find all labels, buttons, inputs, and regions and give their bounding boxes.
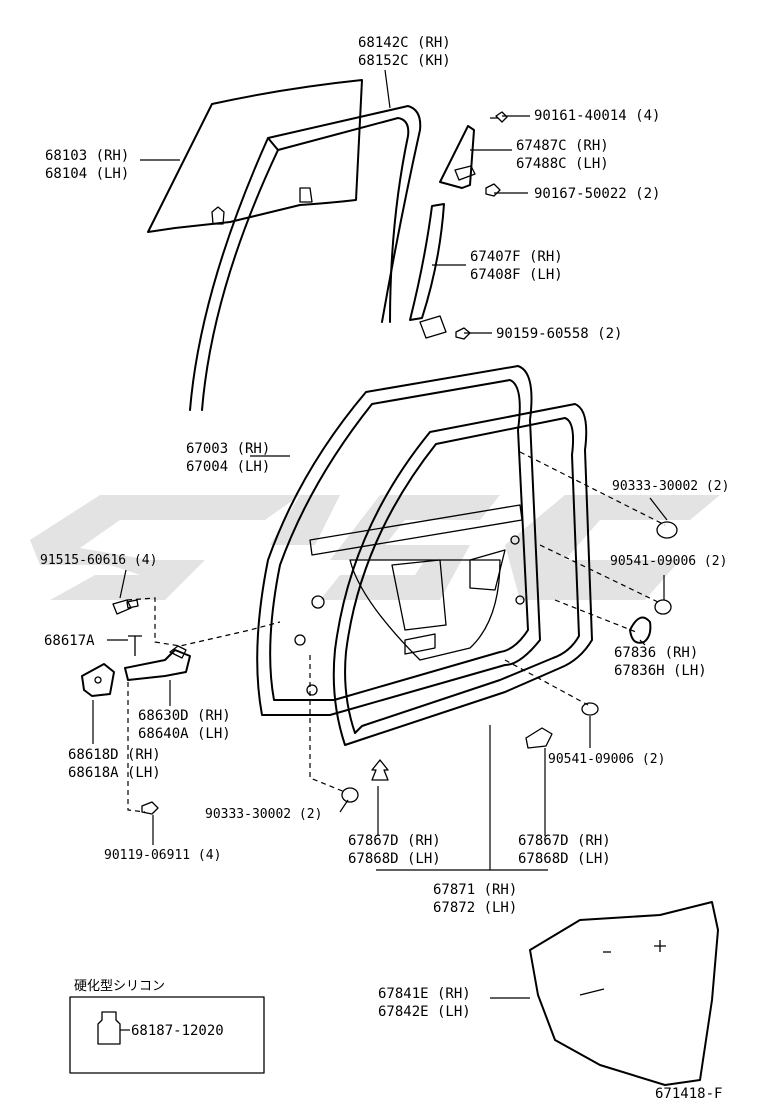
sealant-box	[69, 996, 265, 1074]
label-division-bar-rh: 67407F (RH)	[470, 249, 563, 265]
label-weatherstrip-lh: 67872 (LH)	[433, 900, 517, 916]
label-door-panel-rh: 67003 (RH)	[186, 441, 270, 457]
label-glass-rh: 68103 (RH)	[45, 148, 129, 164]
door-cover	[629, 616, 652, 644]
lower-hinge	[81, 663, 115, 697]
lower-bolt	[141, 801, 159, 815]
leader-lines	[92, 69, 668, 999]
label-hinge-upper-lh: 68640A (LH)	[138, 726, 231, 742]
label-plug-right: 90541-09006 (2)	[610, 554, 727, 569]
hole-plug-left	[341, 787, 359, 803]
label-glass-run-rh: 68142C (RH)	[358, 35, 451, 51]
label-sealant-part: 68187-12020	[131, 1023, 224, 1039]
label-hole-plug-right: 90333-30002 (2)	[612, 479, 729, 494]
label-weatherstrip-rh: 67871 (RH)	[433, 882, 517, 898]
label-bolt-bracket: 90167-50022 (2)	[534, 186, 660, 202]
label-bracket-rh: 67487C (RH)	[516, 138, 609, 154]
hole-plug-right	[656, 521, 678, 539]
part-labels: 68142C (RH) 68152C (KH) 68103 (RH) 68104…	[40, 35, 729, 1102]
label-bracket-lh: 67488C (LH)	[516, 156, 609, 172]
label-bolt-hinge: 91515-60616 (4)	[40, 553, 157, 568]
division-bar	[409, 203, 471, 340]
label-pin: 68617A	[44, 633, 95, 649]
label-cover-rh: 67836 (RH)	[614, 645, 698, 661]
door-weatherstrip	[332, 403, 593, 746]
label-clip-left-rh: 67867D (RH)	[348, 833, 441, 849]
label-sealant-heading: 硬化型シリコン	[74, 979, 165, 994]
label-plug-lower: 90541-09006 (2)	[548, 752, 665, 767]
upper-hinge	[124, 645, 191, 681]
label-glass-lh: 68104 (LH)	[45, 166, 129, 182]
hinge-pin	[128, 635, 142, 656]
glass-run	[189, 105, 422, 411]
label-bolt-lower: 90119-06911 (4)	[104, 848, 221, 863]
weatherstrip-clip-right	[525, 727, 553, 749]
door-panel	[256, 365, 541, 716]
label-bolt-bar: 90159-60558 (2)	[496, 326, 622, 342]
weatherstrip-clip-left	[371, 759, 389, 781]
label-hinge-lower-rh: 68618D (RH)	[68, 747, 161, 763]
label-service-cover-lh: 67842E (LH)	[378, 1004, 471, 1020]
label-clip-right-lh: 67868D (LH)	[518, 851, 611, 867]
label-door-panel-lh: 67004 (LH)	[186, 459, 270, 475]
label-clip-left-lh: 67868D (LH)	[348, 851, 441, 867]
door-glass	[147, 79, 363, 233]
label-screw-top: 90161-40014 (4)	[534, 108, 660, 124]
figure-number: 671418-F	[655, 1086, 722, 1102]
label-cover-lh: 67836H (LH)	[614, 663, 707, 679]
label-glass-run-kh: 68152C (KH)	[358, 53, 451, 69]
label-hinge-upper-rh: 68630D (RH)	[138, 708, 231, 724]
watermark-logo	[30, 495, 720, 600]
label-clip-right-rh: 67867D (RH)	[518, 833, 611, 849]
upper-bracket	[439, 111, 508, 197]
reference-lines	[126, 451, 666, 813]
plug-lower	[581, 702, 599, 716]
label-service-cover-rh: 67841E (RH)	[378, 986, 471, 1002]
label-hinge-lower-lh: 68618A (LH)	[68, 765, 161, 781]
service-hole-cover	[529, 901, 719, 1086]
hinge-bolt-upper	[112, 599, 139, 615]
label-division-bar-lh: 67408F (LH)	[470, 267, 563, 283]
label-hole-plug-left: 90333-30002 (2)	[205, 807, 322, 822]
plug-right	[654, 599, 672, 615]
